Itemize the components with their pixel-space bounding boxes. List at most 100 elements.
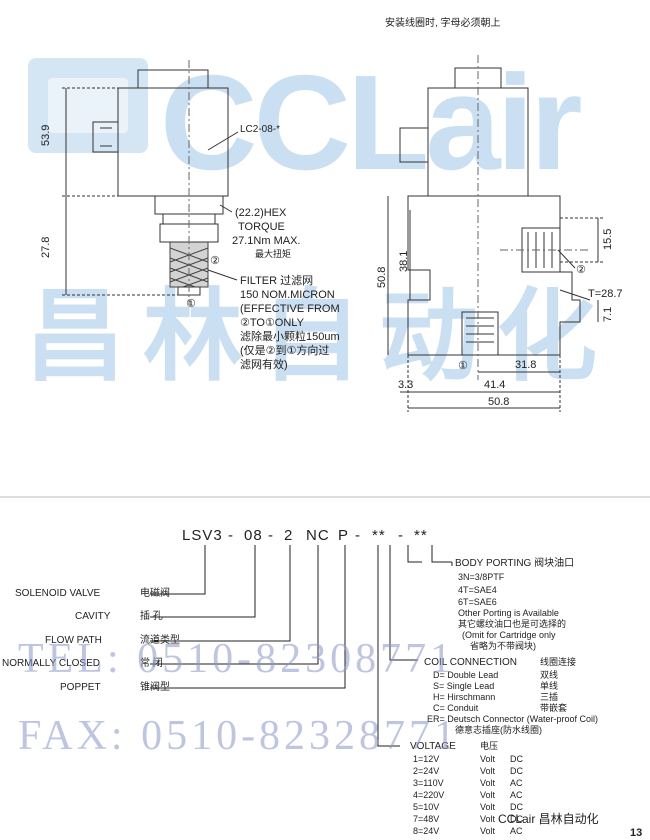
coil-item-cn: 三插 xyxy=(540,692,559,702)
coil-item-cn: 单线 xyxy=(540,681,559,691)
label-cn: 电磁阀 xyxy=(140,588,170,599)
dim-41-4: 41.4 xyxy=(484,379,506,391)
label-cn: 锥阀型 xyxy=(140,682,170,693)
voltage-unit: Volt xyxy=(480,826,496,836)
voltage-unit: Volt xyxy=(480,766,496,776)
voltage-code: 2=24V xyxy=(413,766,440,776)
voltage-unit: Volt xyxy=(480,790,496,800)
filter-line: ②TO①ONLY xyxy=(240,317,304,329)
dim-38-1: 38.1 xyxy=(398,250,410,272)
code-dash: - xyxy=(398,527,404,544)
label-en: POPPET xyxy=(60,682,101,693)
body-porting-title: BODY PORTING 阀块油口 xyxy=(455,558,575,569)
coil-item: S= Single Lead xyxy=(433,681,495,691)
logo-latin: CCLair xyxy=(160,47,583,198)
body-porting-line: 6T=SAE6 xyxy=(458,597,497,607)
voltage-code: 8=24V xyxy=(413,826,440,836)
body-porting-line: (Omit for Cartridge only xyxy=(462,630,556,640)
voltage-type: DC xyxy=(510,802,523,812)
dim-27-8: 27.8 xyxy=(40,236,52,258)
code-dash: - xyxy=(268,527,274,544)
label-en: NORMALLY CLOSED xyxy=(2,658,100,669)
left-port-2: ② xyxy=(210,255,220,267)
code-poppet: P xyxy=(338,527,350,544)
dim-3-3: 3.3 xyxy=(398,379,414,391)
coil-item: C= Conduit xyxy=(433,703,479,713)
filter-line: 150 NOM.MICRON xyxy=(240,289,335,301)
label-cn: 插 孔 xyxy=(140,611,163,622)
code-nc: NC xyxy=(306,527,330,544)
hex-label: (22.2)HEX xyxy=(235,207,287,219)
label-en: SOLENOID VALVE xyxy=(15,588,101,599)
voltage-type: DC xyxy=(510,814,523,824)
voltage-type: AC xyxy=(510,790,523,800)
coil-item: H= Hirschmann xyxy=(433,692,496,702)
tel-watermark: TEL: 0510-82308771 xyxy=(18,636,456,682)
coil-title: COIL CONNECTION xyxy=(424,657,517,668)
install-note: 安装线圈时, 字母必须朝上 xyxy=(385,18,501,29)
fax-watermark: FAX: 0510-82328771 xyxy=(18,713,460,759)
dim-50-8-horizontal: 50.8 xyxy=(488,396,510,408)
code-porting: ** xyxy=(414,527,428,544)
code-series: LSV3 xyxy=(182,527,223,544)
model-code-leaders xyxy=(150,545,453,747)
body-porting-line: 省略为不带阀块) xyxy=(470,641,536,651)
voltage-unit: Volt xyxy=(480,754,496,764)
torque-value: 27.1Nm MAX. xyxy=(232,235,301,247)
code-cavity: 08 xyxy=(244,527,263,544)
voltage-unit: Volt xyxy=(480,778,496,788)
dim-15-5: 15.5 xyxy=(602,228,614,250)
voltage-code: 3=110V xyxy=(413,778,444,788)
footer-brand: CCLair 昌林自动化 xyxy=(498,812,599,826)
filter-line: FILTER 过滤网 xyxy=(240,275,314,287)
label-en: CAVITY xyxy=(75,611,111,622)
coil-item: 德意志插座(防水线圈) xyxy=(455,725,542,735)
code-flow: 2 xyxy=(284,527,294,544)
logo-chinese: 昌林自动化 xyxy=(25,281,615,393)
torque-label: TORQUE xyxy=(238,221,285,233)
voltage-type: DC xyxy=(510,766,523,776)
coil-item: ER= Deutsch Connector (Water-proof Coil) xyxy=(427,714,598,724)
label-cn: 常 闭 xyxy=(140,658,163,669)
voltage-code: 5=10V xyxy=(413,802,440,812)
right-valve-drawing xyxy=(387,55,605,412)
coil-item: D= Double Lead xyxy=(433,670,499,680)
voltage-unit: Volt xyxy=(480,814,496,824)
left-valve-drawing xyxy=(62,60,239,305)
filter-line: (EFFECTIVE FROM xyxy=(240,303,340,315)
filter-line: (仅是②到①方向过 xyxy=(240,345,330,357)
label-en: FLOW PATH xyxy=(45,635,102,646)
page-number: 13 xyxy=(630,827,643,839)
coil-title-cn: 线圈连接 xyxy=(540,657,577,667)
voltage-code: 7=48V xyxy=(413,814,440,824)
dim-50-8-vertical: 50.8 xyxy=(376,266,388,288)
body-porting-line: Other Porting is Available xyxy=(458,608,559,618)
torque-cn: 最大扭矩 xyxy=(255,249,292,259)
right-port-2: ② xyxy=(576,264,586,276)
body-porting-line: 3N=3/8PTF xyxy=(458,572,505,582)
code-dash: - xyxy=(355,527,361,544)
voltage-title: VOLTAGE xyxy=(410,741,456,752)
voltage-code: 4=220V xyxy=(413,790,445,800)
right-port-1: ① xyxy=(458,360,468,372)
filter-line: 滤网有效) xyxy=(240,359,288,371)
dim-31-8: 31.8 xyxy=(515,359,537,371)
voltage-type: AC xyxy=(510,778,523,788)
voltage-code: 1=12V xyxy=(413,754,440,764)
code-coil-voltage: ** xyxy=(372,527,386,544)
voltage-title-cn: 电压 xyxy=(480,741,499,751)
filter-line: 滤除最小颗粒150um xyxy=(240,331,340,343)
label-cn: 流道类型 xyxy=(140,635,180,646)
body-porting-line: 其它螺纹油口也是可选择的 xyxy=(458,619,567,629)
dim-53-9: 53.9 xyxy=(40,124,52,146)
coil-label: LC2-08-* xyxy=(240,124,281,135)
voltage-unit: Volt xyxy=(480,802,496,812)
body-porting-line: 4T=SAE4 xyxy=(458,585,497,595)
code-dash: - xyxy=(228,527,234,544)
voltage-type: DC xyxy=(510,754,523,764)
dim-7-1: 7.1 xyxy=(602,306,614,322)
coil-item-cn: 带嵌套 xyxy=(540,703,568,713)
voltage-type: AC xyxy=(510,826,523,836)
